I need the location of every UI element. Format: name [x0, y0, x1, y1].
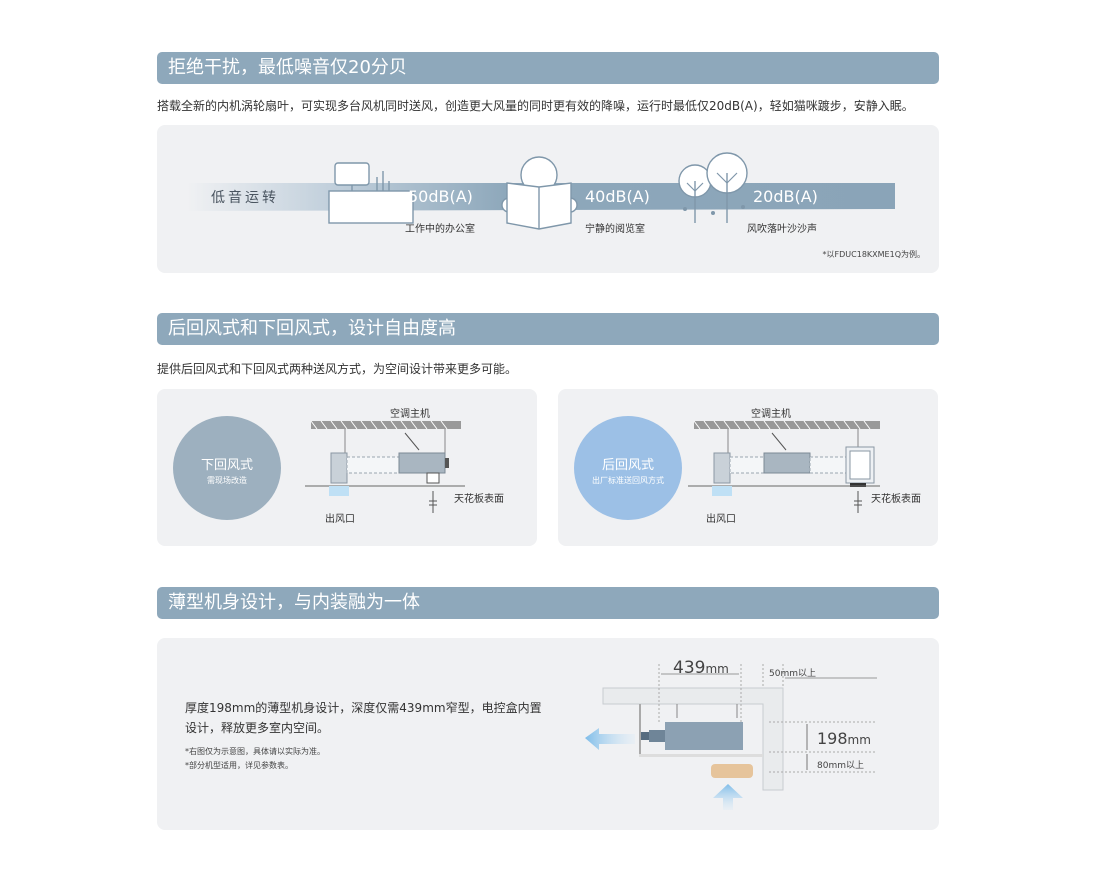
slim-description-line1: 厚度198mm的薄型机身设计，深度仅需439mm窄型，电控盒内置 [185, 701, 542, 715]
depth-dimension-unit: mm [705, 662, 729, 676]
label-ceiling: 天花板表面 [454, 494, 504, 505]
slim-body-panel: 厚度198mm的薄型机身设计，深度仅需439mm窄型，电控盒内置 设计，释放更多… [157, 638, 939, 830]
unit-diagram [305, 420, 465, 513]
height-dimension-unit: mm [847, 733, 871, 747]
note-applicable: *部分机型适用，详见参数表。 [185, 761, 293, 770]
level-value-1: 50dB(A) [408, 187, 473, 206]
section3-title: 薄型机身设计，与内装融为一体 [168, 592, 420, 613]
section2-description: 提供后回风式和下回风式两种送风方式，为空间设计带来更多可能。 [157, 362, 518, 376]
mode-title: 后回风式 [601, 458, 654, 473]
noise-band-graphic [187, 152, 895, 230]
level-caption-3: 风吹落叶沙沙声 [747, 224, 817, 235]
depth-dimension-label: 439mm [673, 658, 729, 678]
book-icon [501, 156, 578, 230]
section2-title: 后回风式和下回风式，设计自由度高 [168, 318, 456, 339]
mode-circle: 下回风式 需现场改造 [173, 416, 281, 520]
mode-subtitle: 出厂标准送回风方式 [592, 476, 664, 485]
height-dimension-label: 198mm [817, 729, 871, 748]
level-caption-2: 宁静的阅览室 [585, 224, 645, 235]
return-air-card-bottom: 下回风式 需现场改造 空调主机 天花板表面 出风口 [157, 389, 537, 546]
office-icon [328, 162, 414, 224]
depth-dimension-value: 439 [673, 658, 706, 678]
slim-description: 厚度198mm的薄型机身设计，深度仅需439mm窄型，电控盒内置 设计，释放更多… [185, 698, 542, 738]
section1-title-bar: 拒绝干扰，最低噪音仅20分贝 [157, 52, 939, 84]
label-ceiling: 天花板表面 [871, 494, 921, 505]
label-outlet: 出风口 [706, 514, 736, 525]
note-illustrative: *右图仅为示意图，具体请以实际为准。 [185, 747, 325, 756]
trees-icon [678, 152, 748, 223]
height-dimension-value: 198 [817, 729, 848, 748]
band-label: 低音运转 [211, 190, 279, 206]
clearance-label: 50mm以上 [769, 669, 816, 679]
label-unit: 空调主机 [390, 409, 430, 420]
outflow-arrow-icon [585, 728, 635, 750]
bottom-clearance-label: 80mm以上 [817, 761, 864, 771]
label-unit: 空调主机 [751, 409, 791, 420]
section1-description: 搭载全新的内机涡轮扇叶，可实现多台风机同时送风，创造更大风量的同时更有效的降噪，… [157, 99, 914, 113]
level-value-2: 40dB(A) [585, 187, 650, 206]
section3-title-bar: 薄型机身设计，与内装融为一体 [157, 587, 939, 619]
label-outlet: 出风口 [325, 514, 355, 525]
mode-title: 下回风式 [200, 458, 253, 473]
unit-diagram [688, 420, 880, 513]
inflow-arrow-icon [713, 784, 743, 810]
mode-subtitle: 需现场改造 [207, 476, 247, 485]
section2-title-bar: 后回风式和下回风式，设计自由度高 [157, 313, 939, 345]
level-value-3: 20dB(A) [753, 187, 818, 206]
return-air-card-rear: 后回风式 出厂标准送回风方式 空调主机 天花板表面 出风口 [558, 389, 938, 546]
slim-description-line2: 设计，释放更多室内空间。 [185, 721, 330, 735]
noise-panel: 低音运转 50dB(A) 工作中的办公室 40dB(A) 宁静的阅览室 20dB… [157, 125, 939, 273]
level-caption-1: 工作中的办公室 [405, 224, 475, 235]
slim-dimension-diagram [585, 664, 877, 810]
mode-circle: 后回风式 出厂标准送回风方式 [574, 416, 682, 520]
section1-title: 拒绝干扰，最低噪音仅20分贝 [168, 57, 407, 78]
model-footnote: *以FDUC18KXME1Q为例。 [822, 250, 925, 259]
